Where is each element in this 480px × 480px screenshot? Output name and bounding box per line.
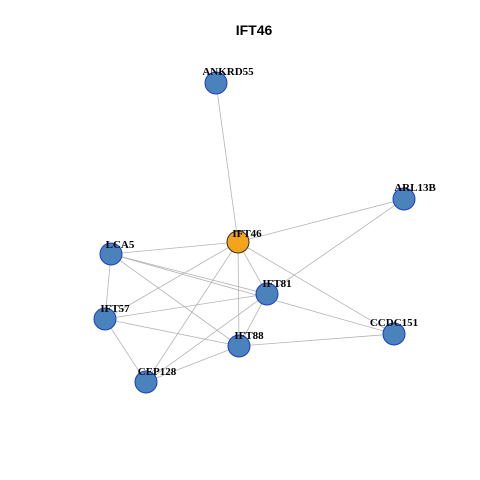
edge-ift46-ift88 [237, 241, 240, 347]
node-label-lca5: LCA5 [106, 239, 135, 251]
node-label-ift81: IFT81 [262, 278, 291, 290]
node-ift46 [226, 230, 250, 254]
node-label-arl13b: ARL13B [394, 182, 436, 194]
edge-ift57-ift88 [104, 318, 240, 347]
edge-ift46-lca5 [110, 241, 239, 255]
node-label-cep128: CEP128 [138, 366, 177, 378]
node-arl13b [392, 187, 416, 211]
node-ift81 [255, 282, 279, 306]
node-lca5 [99, 242, 123, 266]
edge-ift46-arl13b [237, 198, 405, 243]
node-label-ift88: IFT88 [234, 330, 264, 342]
node-ift57 [93, 307, 117, 331]
edge-ift57-cep128 [104, 318, 147, 383]
edge-ift81-cep128 [145, 293, 268, 383]
nodes-layer [93, 71, 416, 394]
node-label-ankrd55: ANKRD55 [202, 66, 254, 78]
node-cep128 [134, 370, 158, 394]
edge-lca5-ift88 [110, 253, 240, 347]
edge-ift46-ccdc151 [237, 241, 395, 335]
node-label-ift46: IFT46 [232, 228, 262, 240]
edge-ift46-ift57 [104, 241, 239, 320]
edge-lca5-ift81 [110, 253, 268, 295]
edge-ift88-cep128 [145, 345, 240, 383]
edge-lca5-ccdc151 [110, 253, 395, 335]
graph-title: IFT46 [236, 22, 273, 38]
edge-ift81-arl13b [266, 198, 405, 295]
edge-ift46-ankrd55 [215, 82, 239, 243]
node-label-ift57: IFT57 [100, 303, 130, 315]
edge-ift57-ift81 [104, 293, 268, 320]
edge-ift88-ccdc151 [238, 333, 395, 347]
node-label-ccdc151: CCDC151 [370, 317, 418, 329]
node-ift88 [227, 334, 251, 358]
node-ccdc151 [382, 322, 406, 346]
node-ankrd55 [204, 71, 228, 95]
